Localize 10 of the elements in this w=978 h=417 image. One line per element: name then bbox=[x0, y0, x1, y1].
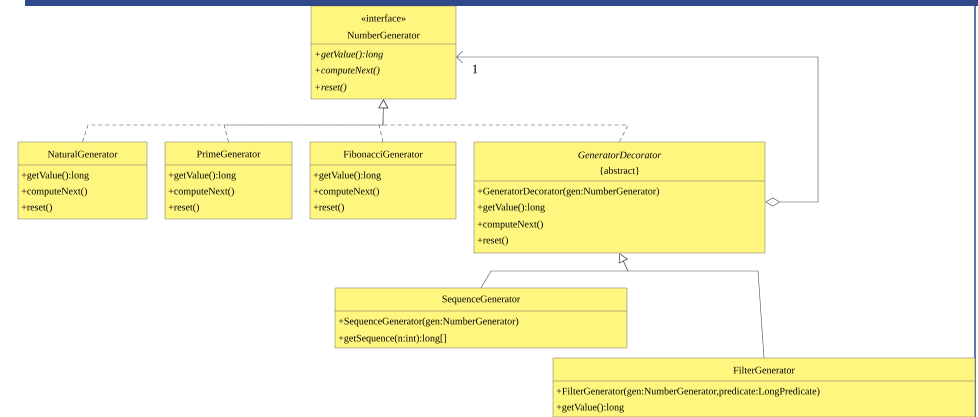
aggregation-arrow bbox=[456, 50, 818, 206]
class-box: SequenceGenerator +SequenceGenerator(gen:NumberGenerator) +getSequence(n:int):long[] bbox=[334, 288, 628, 348]
class-box: FilterGenerator +FilterGenerator(gen:NumberGenerator,predicate:LongPredicate) +getValue():long bbox=[552, 358, 976, 417]
multiplicity-label: 1 bbox=[470, 64, 480, 74]
class-box: NaturalGenerator +getValue():long +computeNext() +reset() bbox=[18, 142, 148, 220]
class-box: GeneratorDecorator {abstract} +GeneratorDecorator(gen:NumberGenerator) +getValue():long +computeNext() +reset() bbox=[474, 142, 766, 254]
class-box: PrimeGenerator +getValue():long +computeNext() +reset() bbox=[164, 142, 292, 220]
class-box: «interface» NumberGenerator +getValue():long +computeNext() +reset() bbox=[310, 6, 456, 100]
inheritance-arrow bbox=[618, 253, 764, 358]
class-box: FibonacciGenerator +getValue():long +computeNext() +reset() bbox=[310, 142, 456, 220]
